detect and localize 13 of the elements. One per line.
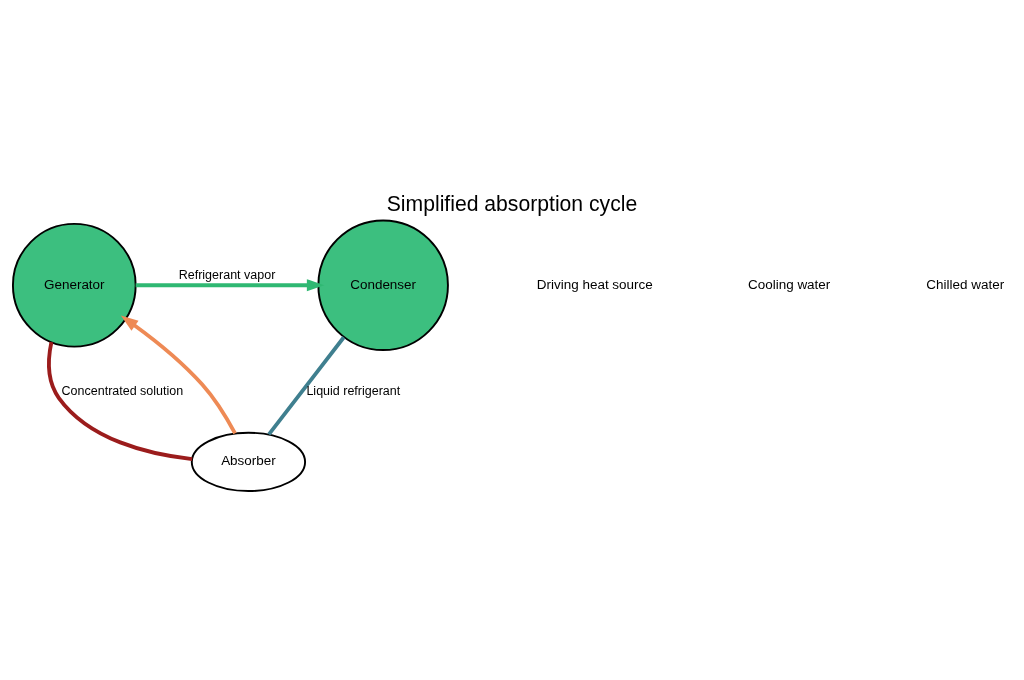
edge-label: Concentrated solution (61, 383, 184, 398)
label: Cooling water (748, 276, 831, 292)
label: Chilled water (926, 276, 1005, 292)
arrow (120, 315, 237, 434)
node-ellipse: Absorber (190, 431, 307, 492)
edge-label: Liquid refrigerant (306, 383, 401, 398)
diagram-title: Simplified absorption cycle (386, 191, 638, 215)
edge-label: Refrigerant vapor (178, 267, 276, 282)
connector (47, 341, 193, 461)
label: Driving heat source (536, 276, 653, 292)
arrow (135, 278, 325, 291)
node-circle: Condenser (317, 219, 449, 351)
connector (267, 335, 346, 436)
